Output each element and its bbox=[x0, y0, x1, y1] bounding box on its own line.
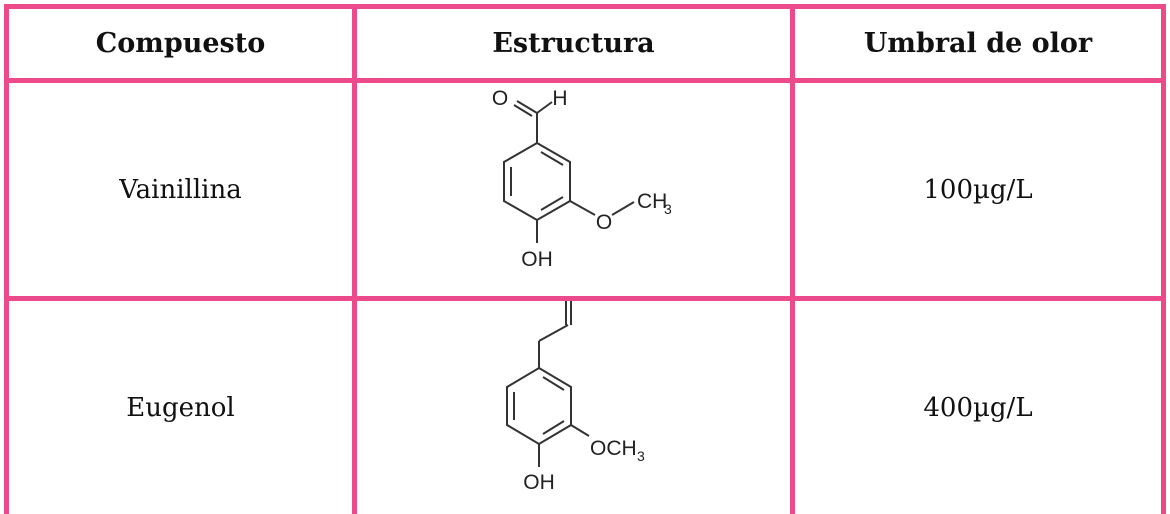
vanillin-methyl: CH bbox=[637, 190, 667, 213]
vanillin-methyl-subscript: 3 bbox=[664, 201, 672, 217]
row-eugenol-compound: Eugenol bbox=[126, 392, 235, 423]
eugenol-hydroxyl: OH bbox=[523, 471, 555, 494]
vanillin-hydroxyl: OH bbox=[521, 248, 553, 271]
table-border-top bbox=[4, 4, 1166, 9]
table-border-right bbox=[1161, 4, 1166, 514]
eugenol-methoxy: OCH bbox=[590, 437, 637, 460]
vanillin-carbonyl-o: O bbox=[492, 87, 508, 110]
eugenol-structure: OCH 3 OH bbox=[357, 301, 790, 514]
table-border-header bbox=[4, 78, 1166, 83]
header-compuesto: Compuesto bbox=[95, 28, 266, 59]
vanillin-structure: O H O CH 3 OH bbox=[357, 83, 790, 296]
row-eugenol-threshold: 400µg/L bbox=[923, 392, 1033, 423]
vanillin-methoxy-o: O bbox=[596, 211, 612, 234]
header-umbral: Umbral de olor bbox=[863, 28, 1093, 59]
eugenol-methoxy-subscript: 3 bbox=[637, 448, 645, 464]
row-vainillina-compound: Vainillina bbox=[119, 174, 242, 205]
vanillin-aldehyde-h: H bbox=[552, 87, 567, 110]
table-border-col2 bbox=[790, 4, 795, 514]
table-border-row bbox=[4, 296, 1166, 301]
table-border-col1 bbox=[352, 4, 357, 514]
header-estructura: Estructura bbox=[492, 28, 655, 59]
row-vainillina-threshold: 100µg/L bbox=[923, 174, 1033, 205]
table-border-left bbox=[4, 4, 9, 514]
